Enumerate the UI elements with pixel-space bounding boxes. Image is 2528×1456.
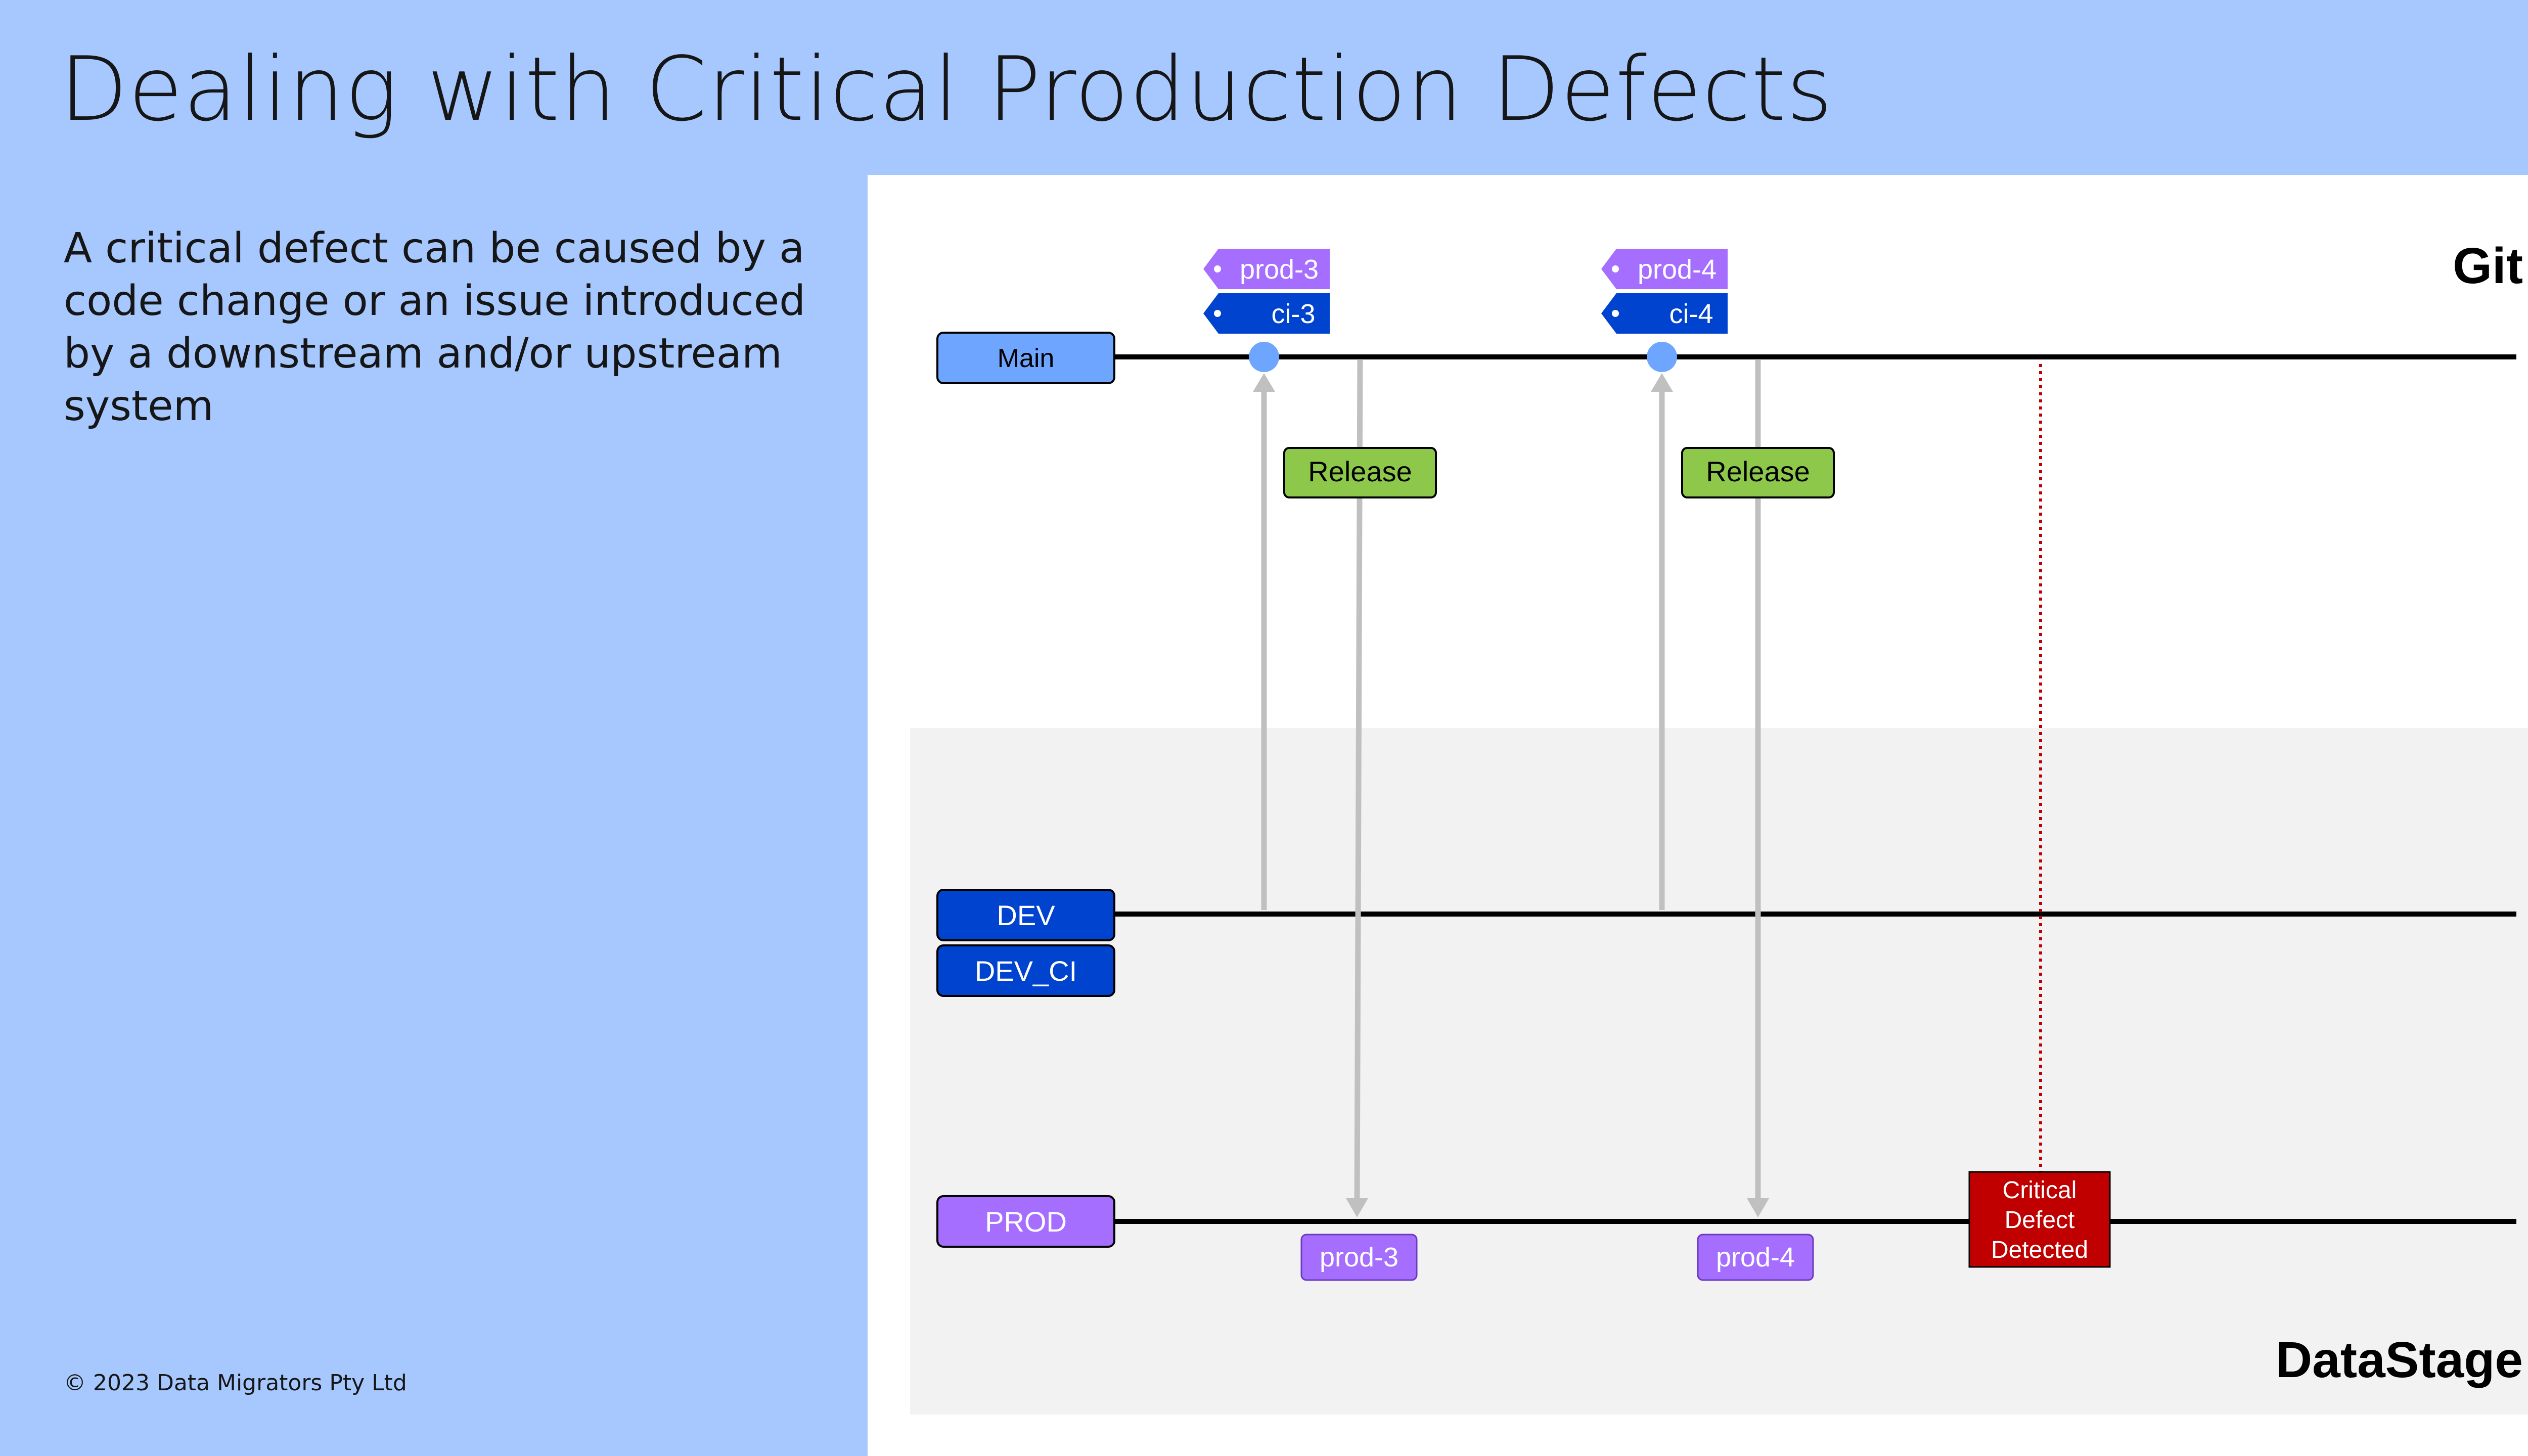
critical-defect-box[interactable] <box>1968 1171 2111 1268</box>
tag-group-2: prod-4 ci-4 <box>1601 249 1728 334</box>
release-label-1: Release <box>1308 456 1412 487</box>
prod-tag-4-label: prod-4 <box>1716 1242 1795 1272</box>
tag-group-1: prod-3 ci-3 <box>1203 249 1330 334</box>
commit-dot-2[interactable] <box>1647 342 1677 372</box>
release-label-2: Release <box>1706 456 1810 487</box>
prod-tag-3 <box>1300 1234 1418 1281</box>
datastage-label: DataStage <box>2276 1332 2523 1388</box>
defect-label-line-2: Defect <box>2005 1207 2075 1234</box>
tag-prod-4-label: prod-4 <box>1638 254 1717 285</box>
dev-branch-label[interactable] <box>936 889 1115 941</box>
promote-arrowhead-1 <box>1253 373 1275 392</box>
tag-ci-3-label: ci-3 <box>1271 299 1315 329</box>
main-branch-label[interactable] <box>936 332 1115 384</box>
prod-tag-4 <box>1697 1234 1814 1281</box>
tag-ci-3 <box>1203 293 1330 334</box>
release-arrowhead-2 <box>1747 1198 1769 1217</box>
tag-ci-4 <box>1601 293 1728 334</box>
release-box-1[interactable] <box>1283 447 1437 498</box>
main-branch-text: Main <box>998 344 1055 373</box>
slide-title: Dealing with Critical Production Defects <box>60 38 1833 141</box>
release-arrowhead-1 <box>1346 1198 1368 1217</box>
promote-arrowhead-2 <box>1651 373 1673 392</box>
dev-branch-text: DEV <box>997 899 1055 931</box>
copyright-text: © 2023 Data Migrators Pty Ltd <box>64 1370 407 1396</box>
defect-label-line-1: Critical <box>2003 1177 2077 1204</box>
release-arrow-1 <box>1354 359 1363 1206</box>
defect-label-line-3: Detected <box>1991 1237 2088 1263</box>
dev-ci-branch-label[interactable] <box>936 944 1115 997</box>
prod-branch-text: PROD <box>985 1206 1067 1238</box>
commit-dot-1[interactable] <box>1249 342 1279 372</box>
git-label: Git <box>2453 238 2523 294</box>
intro-text: A critical defect can be caused by a cod… <box>64 224 806 430</box>
tag-ci-4-label: ci-4 <box>1669 299 1713 329</box>
dev-ci-branch-text: DEV_CI <box>975 955 1077 987</box>
tag-prod-4 <box>1601 249 1728 289</box>
release-box-2[interactable] <box>1681 447 1835 498</box>
tag-prod-3-label: prod-3 <box>1240 254 1319 285</box>
tag-prod-3 <box>1203 249 1330 289</box>
datastage-area <box>910 728 2528 1415</box>
prod-branch-label[interactable] <box>936 1195 1115 1248</box>
prod-tag-3-label: prod-3 <box>1320 1242 1398 1272</box>
